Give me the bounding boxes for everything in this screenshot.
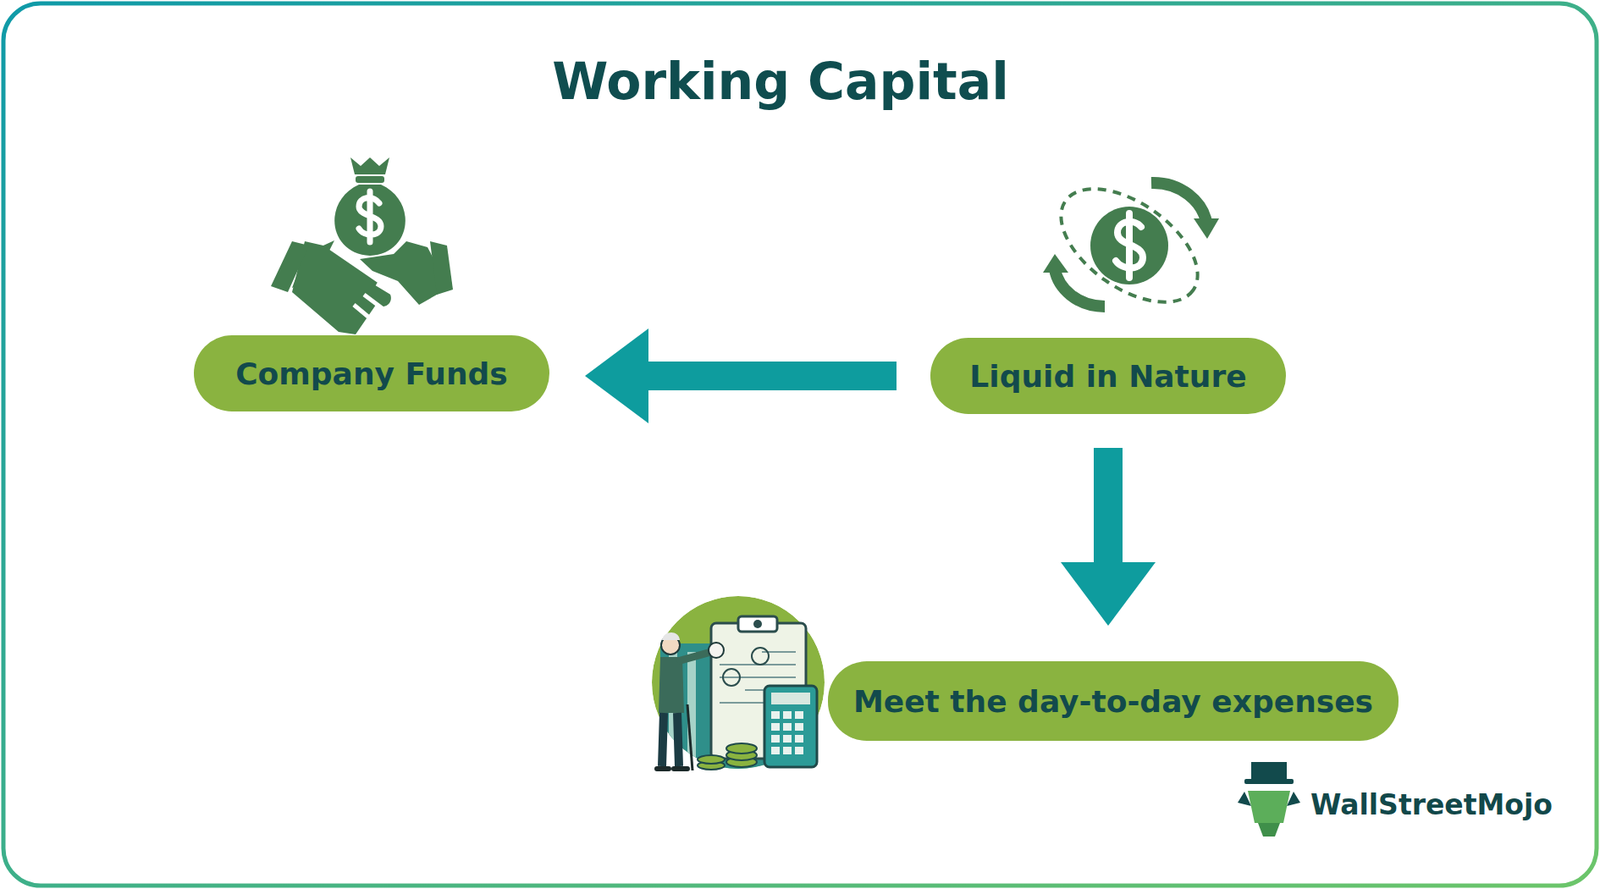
circulating-dollar-icon [1041,165,1220,325]
frame-border [3,3,1597,886]
logo-icon [1237,761,1301,837]
arrow-connector [648,361,897,391]
watermark-text: WallStreetMojo [1310,788,1553,822]
arrow-connector [1093,447,1123,563]
node-text: Company Funds [235,356,508,392]
pill-box: Meet the day-to-day expenses [827,661,1399,741]
node-text: Liquid in Nature [969,358,1247,394]
node-text: Meet the day-to-day expenses [853,684,1374,719]
money-bag-icon [270,157,453,335]
accounting-illustration [651,595,825,779]
pill-box: Company Funds [193,335,550,412]
pill-box: Liquid in Nature [930,337,1286,414]
diagram-title: Working Capital [551,51,1010,111]
person-figure [656,632,724,771]
